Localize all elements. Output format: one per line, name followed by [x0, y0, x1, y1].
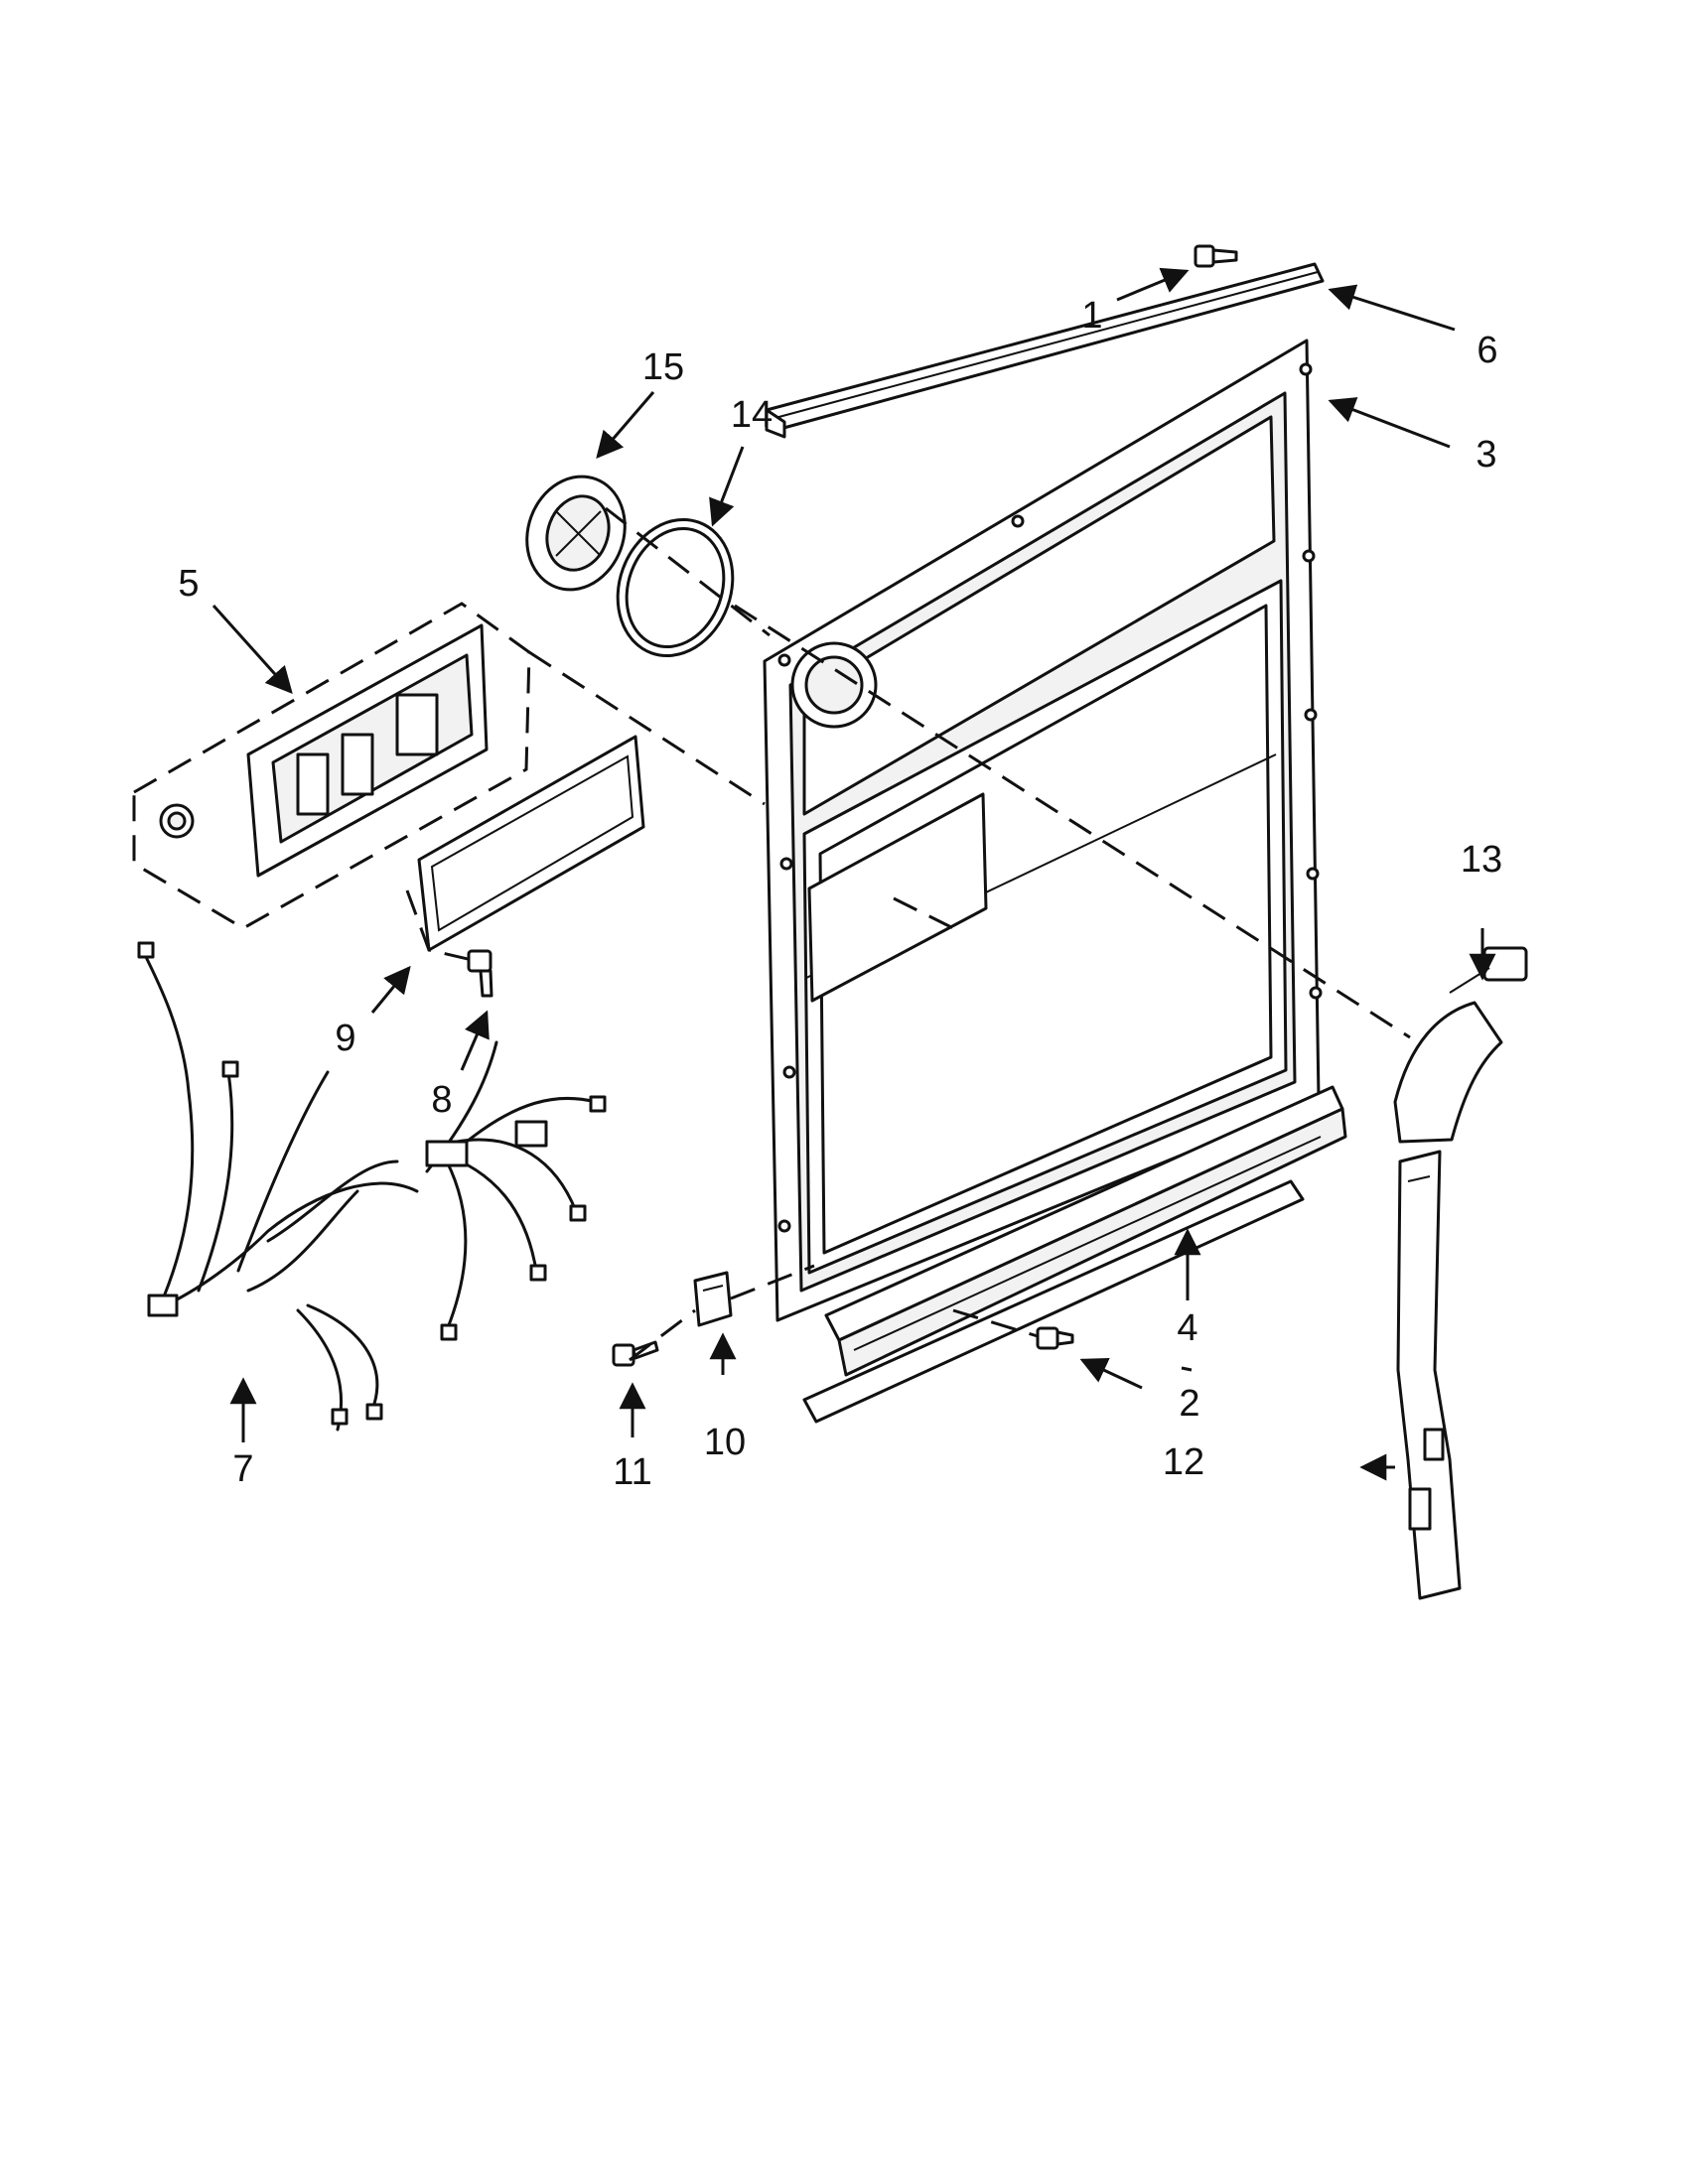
- callout-6: 6: [1477, 330, 1497, 371]
- callout-1: 1: [1081, 295, 1102, 337]
- part-9-module-gasket: [417, 735, 645, 952]
- part-8-screw: [467, 949, 493, 998]
- part-10-clip: [693, 1271, 733, 1327]
- part-7-wire-harness: [137, 941, 607, 1432]
- part-2-screw: [1036, 1326, 1074, 1350]
- callout-labels: 1 2 3 4 5 6 7 8 9 10 11 12 13 14 15: [178, 295, 1502, 1493]
- callout-2: 2: [1179, 1383, 1199, 1425]
- callout-9: 9: [335, 1018, 355, 1059]
- part-3-door-panel: [763, 339, 1323, 1322]
- callout-3: 3: [1476, 434, 1496, 476]
- callout-11: 11: [613, 1451, 651, 1493]
- callout-10: 10: [704, 1422, 746, 1463]
- part-15-vent-cap: [525, 475, 627, 592]
- callout-7: 7: [232, 1448, 253, 1490]
- callout-15: 15: [642, 346, 684, 388]
- part-12-vent-duct: [1396, 1150, 1462, 1600]
- assembly-lines: [405, 506, 1411, 1362]
- part-13-vent-elbow: [1393, 946, 1528, 1144]
- part-14-vent-gasket: [616, 517, 735, 658]
- callout-13: 13: [1461, 839, 1502, 881]
- callout-8: 8: [431, 1079, 452, 1121]
- part-1-screw: [1194, 244, 1238, 268]
- part-6-top-trim: [765, 262, 1325, 439]
- callout-4: 4: [1177, 1307, 1197, 1349]
- callout-14: 14: [731, 394, 773, 436]
- callout-12: 12: [1163, 1441, 1204, 1483]
- part-5-control-module: [132, 602, 531, 930]
- leader-arrows: [211, 267, 1496, 1481]
- callout-5: 5: [178, 563, 199, 605]
